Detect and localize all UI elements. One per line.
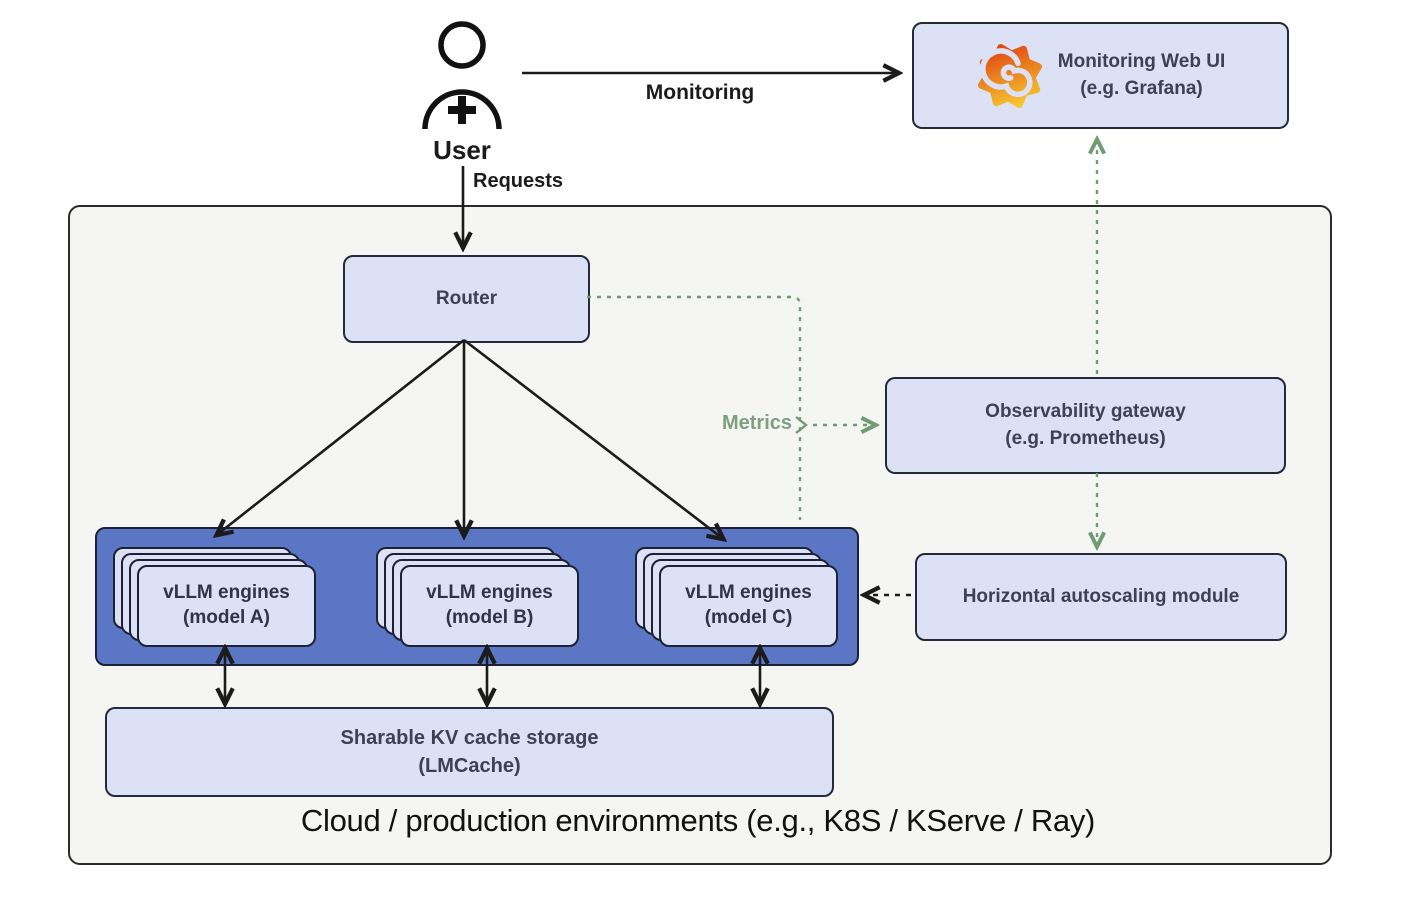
observability-line1: Observability gateway	[985, 400, 1186, 422]
monitoring-web-ui-label: Monitoring Web UI (e.g. Grafana)	[1058, 49, 1225, 102]
engine-c-line2: (model C)	[704, 607, 793, 628]
kv-cache-line2: (LMCache)	[418, 755, 521, 777]
router-label: Router	[435, 288, 498, 309]
monitoring-web-ui-box: Monitoring Web UI (e.g. Grafana)	[912, 22, 1289, 129]
engine-b-line1: vLLM engines	[426, 582, 553, 604]
metrics-edge-label: Metrics	[721, 412, 792, 434]
requests-edge-label: Requests	[473, 170, 564, 192]
autoscaling-module-box: Horizontal autoscaling module	[915, 553, 1287, 641]
engine-stack-a-card: vLLM engines (model A)	[137, 565, 316, 647]
grafana-logo-icon	[977, 43, 1042, 108]
engine-a-line1: vLLM engines	[163, 582, 290, 604]
engine-c-line1: vLLM engines	[685, 582, 812, 604]
engine-stack-c-card: vLLM engines (model C)	[659, 565, 838, 647]
autoscaling-label: Horizontal autoscaling module	[962, 586, 1240, 607]
monitoring-web-ui-line1: Monitoring Web UI	[1057, 50, 1226, 72]
kv-cache-line1: Sharable KV cache storage	[340, 727, 599, 749]
router-box: Router	[343, 255, 590, 343]
observability-gateway-box: Observability gateway (e.g. Prometheus)	[885, 377, 1286, 474]
monitoring-web-ui-line2: (e.g. Grafana)	[1080, 77, 1203, 99]
user-label: User	[433, 135, 491, 165]
kv-cache-storage-box: Sharable KV cache storage (LMCache)	[105, 707, 834, 797]
environment-caption: Cloud / production environments (e.g., K…	[300, 803, 1096, 838]
engine-b-line2: (model B)	[445, 607, 534, 628]
engine-a-line2: (model A)	[183, 607, 270, 628]
observability-line2: (e.g. Prometheus)	[1005, 427, 1166, 449]
engine-stack-b-card: vLLM engines (model B)	[400, 565, 579, 647]
monitoring-edge-label: Monitoring	[645, 81, 755, 104]
user-icon	[422, 21, 502, 130]
